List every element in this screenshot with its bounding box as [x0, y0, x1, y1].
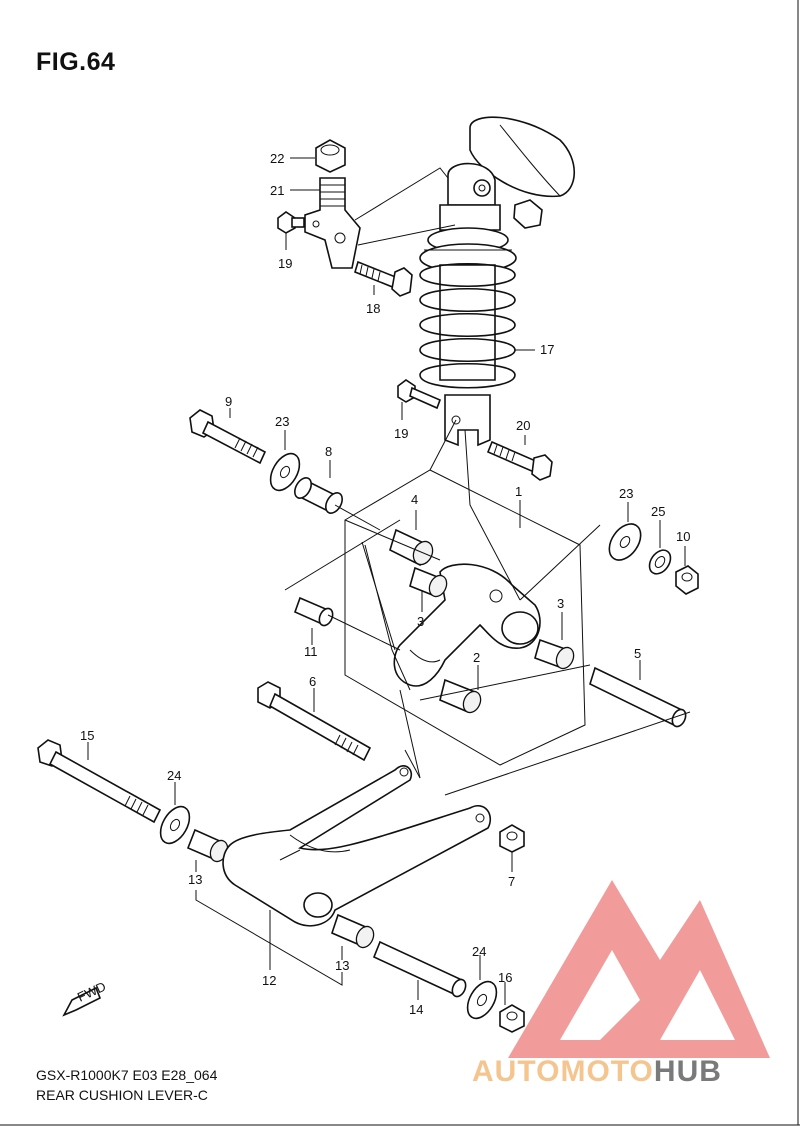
callout-7: 7 — [508, 874, 515, 889]
washer-24-right-icon — [466, 980, 498, 1020]
callout-13-left: 13 — [188, 872, 202, 887]
callout-1: 1 — [515, 484, 522, 499]
figure-title: FIG.64 — [36, 48, 116, 76]
callout-4: 4 — [411, 492, 418, 507]
callout-3-left: 3 — [417, 614, 424, 629]
caption-model: GSX-R1000K7 E03 E28_064 — [36, 1067, 218, 1083]
shaft-5-icon — [589, 666, 687, 728]
callout-19-lower: 19 — [394, 426, 408, 441]
spacer-8-icon — [294, 477, 343, 514]
figure-caption: GSX-R1000K7 E03 E28_064 REAR CUSHION LEV… — [36, 1065, 217, 1105]
callout-12: 12 — [262, 973, 276, 988]
callout-11: 11 — [304, 644, 318, 659]
fwd-arrow-icon: FWD — [62, 979, 108, 1017]
bolt-18-icon — [354, 260, 413, 297]
bolt-6-icon — [257, 681, 372, 762]
callout-20: 20 — [516, 418, 530, 433]
bearing-3-right-icon — [534, 638, 575, 670]
nut-16-icon — [499, 1004, 525, 1033]
washer-23-right-icon — [608, 523, 642, 561]
rear-shock-absorber — [419, 116, 575, 447]
leader-lines — [87, 157, 686, 1005]
bolt-15-icon — [37, 739, 162, 824]
bolt-9-icon — [189, 409, 267, 465]
bearing-13-left-icon — [186, 828, 229, 863]
assembly-lines — [279, 167, 691, 861]
callout-22: 22 — [270, 151, 284, 166]
nut-10-icon — [675, 565, 699, 595]
washer-25-icon — [648, 549, 672, 575]
callout-6: 6 — [309, 674, 316, 689]
callout-19-upper: 19 — [278, 256, 292, 271]
callout-5: 5 — [634, 646, 641, 661]
callout-18: 18 — [366, 301, 380, 316]
callout-23-right: 23 — [619, 486, 633, 501]
callout-23-left: 23 — [275, 414, 289, 429]
watermark-text: AUTOMOTOHUB — [472, 1055, 722, 1089]
bolt-19-lower-icon — [397, 379, 442, 410]
cushion-rod-12 — [222, 765, 492, 927]
shaft-14-icon — [372, 940, 467, 998]
callout-3-right: 3 — [557, 596, 564, 611]
callout-24-left: 24 — [167, 768, 181, 783]
watermark-part1: AUTOMOTO — [472, 1055, 654, 1088]
washer-23-left-icon — [269, 452, 301, 492]
nut-22-icon — [315, 139, 346, 173]
callout-15: 15 — [80, 728, 94, 743]
callout-21: 21 — [270, 183, 284, 198]
callout-16: 16 — [498, 970, 512, 985]
callout-labels: 22 21 19 18 17 19 20 9 23 8 4 1 23 25 10… — [80, 151, 690, 1017]
cushion-upper-bracket — [304, 177, 361, 269]
callout-9: 9 — [225, 394, 232, 409]
caption-name: REAR CUSHION LEVER-C — [36, 1087, 208, 1103]
callout-24-right: 24 — [472, 944, 486, 959]
cushion-lever-1 — [393, 563, 541, 687]
callout-25: 25 — [651, 504, 665, 519]
watermark-part2: HUB — [653, 1055, 722, 1088]
bolt-19-upper-icon — [277, 211, 305, 234]
callout-14: 14 — [409, 1002, 423, 1017]
nut-7-icon — [499, 824, 525, 853]
callout-10: 10 — [676, 529, 690, 544]
callout-17: 17 — [540, 342, 554, 357]
bearing-3-left-icon — [409, 566, 448, 598]
bearing-2-icon — [439, 678, 482, 714]
spacer-11-icon — [293, 596, 334, 627]
callout-2: 2 — [473, 650, 480, 665]
bolt-20-icon — [486, 440, 553, 481]
watermark-logo-icon — [508, 880, 770, 1058]
washer-24-left-icon — [159, 805, 191, 845]
callout-8: 8 — [325, 444, 332, 459]
callout-13-right: 13 — [335, 958, 349, 973]
bearing-13-right-icon — [331, 913, 375, 949]
